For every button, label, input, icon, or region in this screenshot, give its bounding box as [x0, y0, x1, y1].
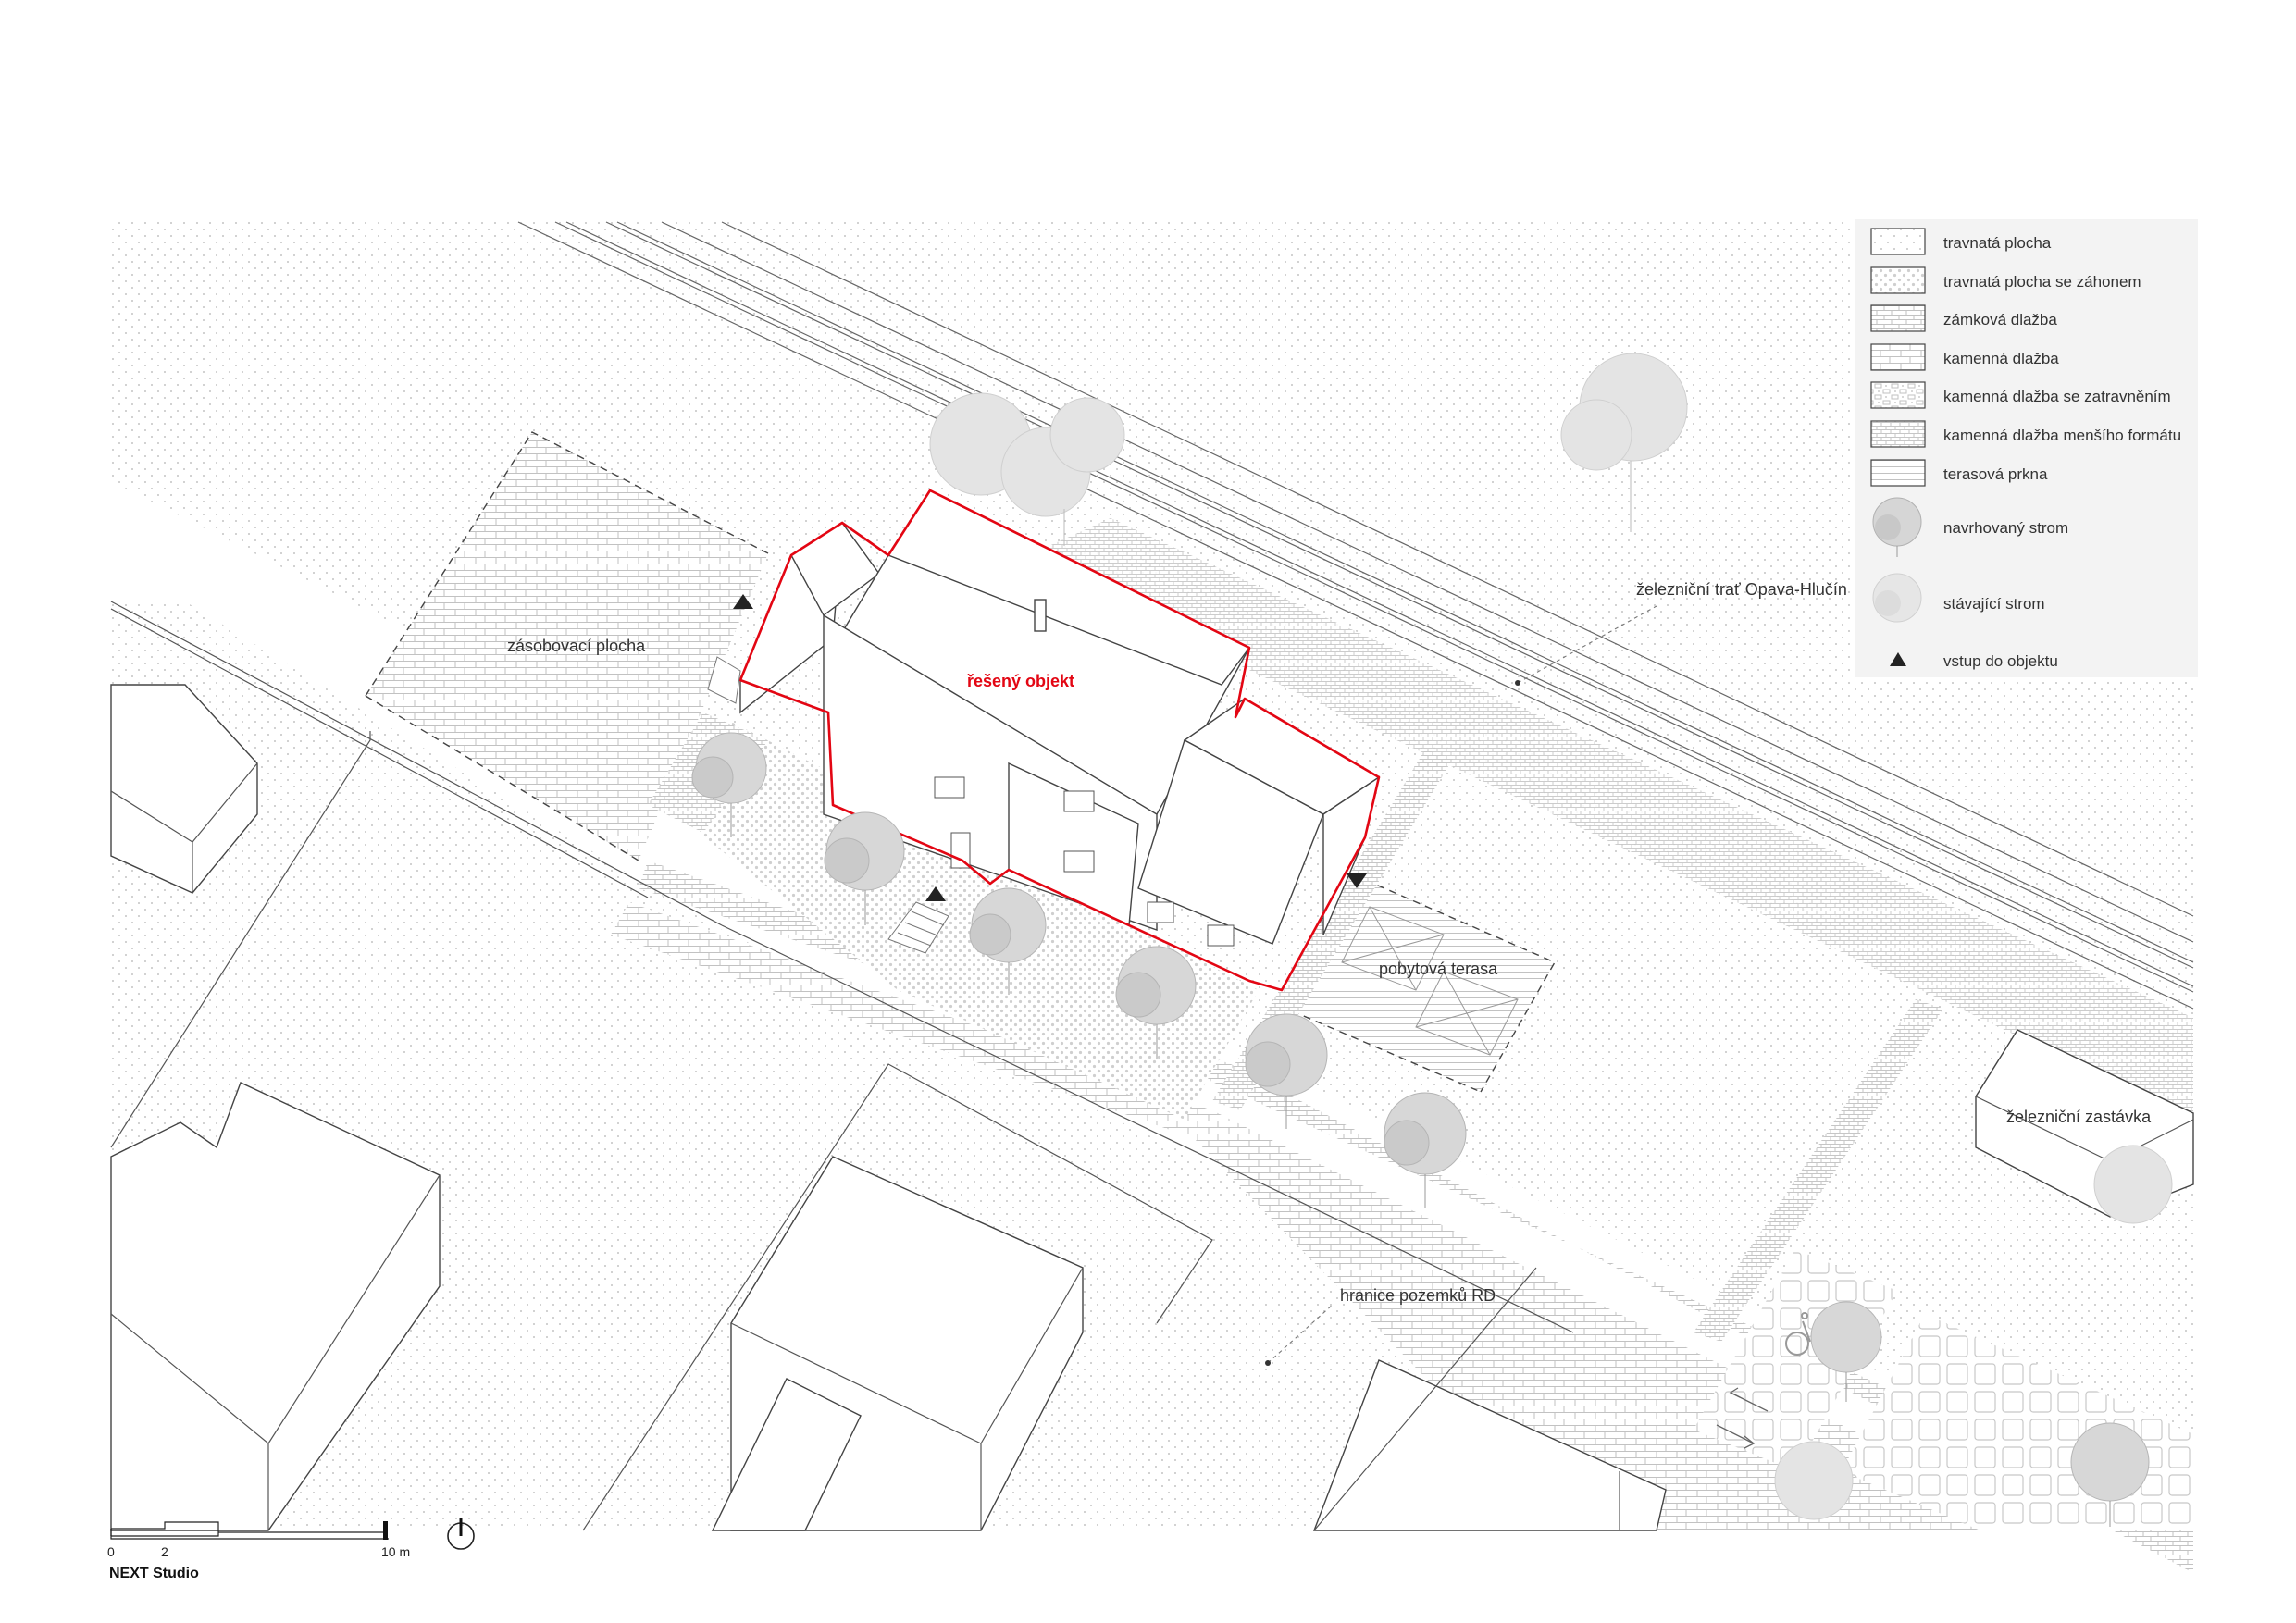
proposed-tree-icon [691, 732, 767, 837]
proposed-tree-icon [1115, 946, 1197, 1059]
terrace-label: pobytová terasa [1379, 960, 1498, 978]
legend-swatch-stone-grass [1870, 381, 1926, 409]
supply-area-label: zásobovací plocha [507, 637, 646, 655]
paving-strip [639, 861, 2193, 1573]
scale-ten: 10 m [381, 1544, 410, 1559]
proposed-tree-icon [824, 812, 905, 925]
legend-swatch-grass-bed [1870, 266, 1926, 294]
existing-tree-icon [1774, 1441, 1854, 1520]
legend-label: zámková dlažba [1943, 311, 2057, 328]
wheelchair-icon [1785, 1312, 1811, 1356]
railway-track [517, 221, 2194, 1120]
station-label: železniční zastávka [2006, 1108, 2152, 1126]
rail-gravel [1018, 518, 2193, 1120]
boundary-label: hranice pozemků RD [1340, 1286, 1496, 1305]
scale-zero: 0 [107, 1544, 115, 1559]
station-path [1694, 999, 1943, 1342]
proposed-tree-icon [1810, 1301, 1882, 1402]
legend-swatch-stone [1870, 343, 1926, 371]
proposed-tree-icon [1872, 497, 1922, 557]
railway-label: železniční trať Opava-Hlučín [1636, 580, 1847, 599]
legend-label: kamenná dlažba se zatravněním [1943, 388, 2171, 405]
legend: travnatá plocha travnatá plocha se záhone… [1855, 219, 2198, 677]
scale-bar: 0 2 10 m [107, 1521, 410, 1559]
entrance-triangle-icon [925, 886, 946, 901]
garden-area [676, 722, 1259, 1120]
legend-swatch-boards [1870, 459, 1926, 487]
entrance-triangle-icon [733, 594, 753, 609]
trees [691, 353, 2173, 1527]
north-arrow-icon [447, 1518, 475, 1550]
terrace-umbrellas [1341, 906, 1519, 1056]
entrance-triangle-icon [1890, 652, 1906, 666]
legend-label: travnatá plocha se záhonem [1943, 273, 2141, 291]
legend-label: kamenná dlažba menšího formátu [1943, 427, 2181, 444]
legend-swatch-stone-small [1870, 420, 1926, 448]
traffic-arrows [1716, 1387, 1769, 1449]
neighbour-buildings [110, 684, 2194, 1531]
supply-area [366, 432, 768, 861]
existing-tree-icon [1560, 353, 1688, 532]
legend-label: vstup do objektu [1943, 652, 2058, 670]
entrance-triangle-icon [1347, 873, 1367, 888]
solved-object-label: řešený objekt [967, 672, 1074, 690]
proposed-tree-icon [1384, 1092, 1467, 1208]
legend-label: stávající strom [1943, 595, 2045, 613]
legend-label: travnatá plocha [1943, 234, 2052, 252]
solved-object-outline [738, 489, 1381, 992]
existing-tree-icon [2093, 1145, 2173, 1224]
entrance-stairs [707, 656, 949, 954]
studio-name: NEXT Studio [109, 1566, 199, 1581]
proposed-tree-icon [1245, 1013, 1328, 1129]
supply-area-outline [365, 431, 769, 697]
legend-label: kamenná dlažba [1943, 350, 2059, 367]
existing-tree-icon [929, 392, 1125, 546]
legend-swatch-lock [1870, 304, 1926, 332]
existing-tree-icon [1872, 573, 1922, 623]
legend-swatch-grass [1870, 228, 1926, 255]
proposed-tree-icon [2070, 1422, 2150, 1527]
proposed-tree-icon [969, 887, 1047, 995]
legend-label: navrhovaný strom [1943, 519, 2068, 537]
main-building [739, 489, 1381, 947]
legend-label: terasová prkna [1943, 465, 2048, 483]
scale-two: 2 [161, 1544, 168, 1559]
